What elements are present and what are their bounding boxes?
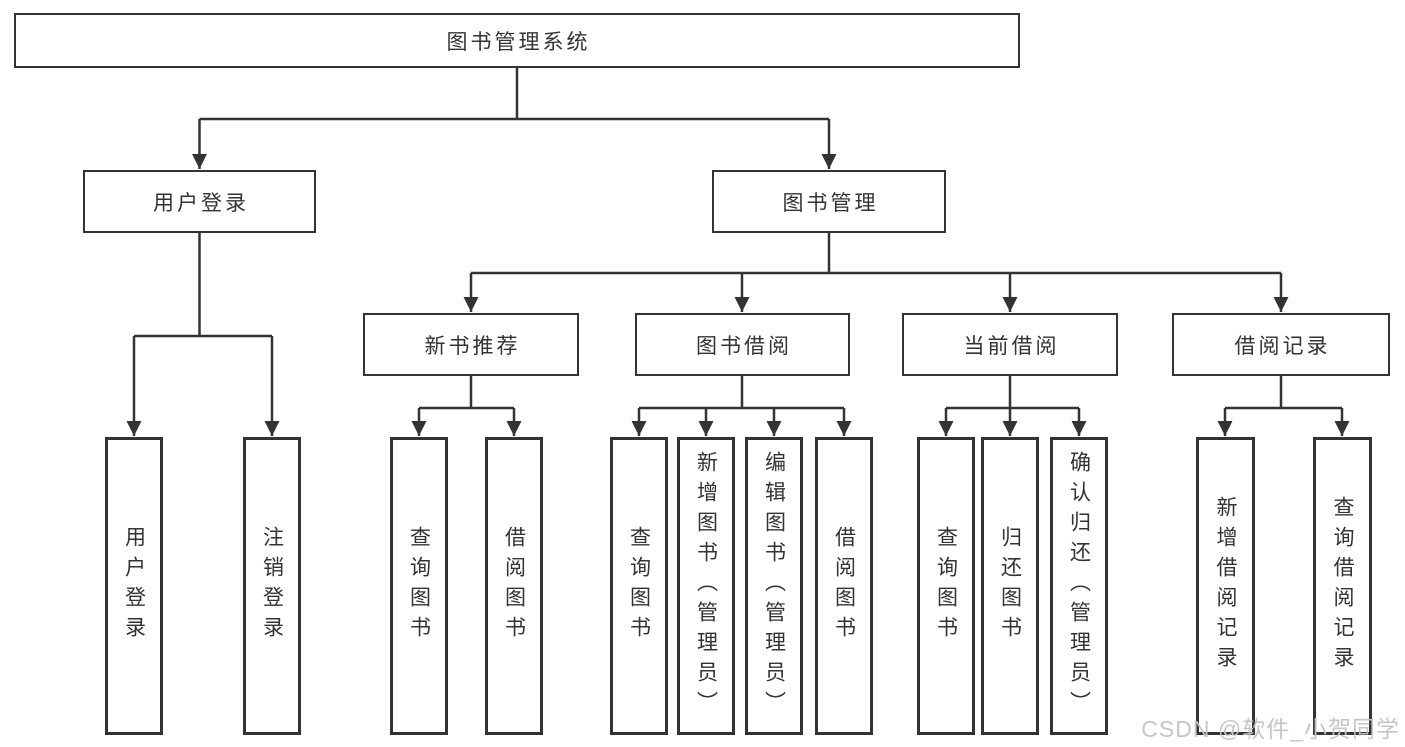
node-user-login: 用户登录: [83, 170, 316, 233]
leaf-current-return-books-label: 归还图书: [998, 526, 1022, 646]
leaf-user-login: 用户登录: [105, 437, 163, 735]
node-book-management-label: 图书管理: [782, 191, 879, 215]
leaf-borrow-edit-books-admin: 编辑图书（管理员）: [745, 437, 803, 735]
leaf-borrow-edit-books-admin-label: 编辑图书（管理员）: [762, 451, 786, 721]
node-new-book-recommend: 新书推荐: [363, 313, 579, 376]
leaf-current-query-books: 查询图书: [917, 437, 975, 735]
leaf-newbook-query-books-label: 查询图书: [407, 526, 431, 646]
node-current-borrow: 当前借阅: [902, 313, 1118, 376]
leaf-current-confirm-return-admin: 确认归还（管理员）: [1050, 437, 1108, 735]
node-book-borrow: 图书借阅: [635, 313, 850, 376]
leaf-borrow-add-books-admin-label: 新增图书（管理员）: [694, 451, 718, 721]
node-root-label: 图书管理系统: [446, 30, 591, 54]
leaf-borrow-borrow-books: 借阅图书: [815, 437, 873, 735]
node-book-management: 图书管理: [712, 170, 946, 233]
leaf-borrow-add-books-admin: 新增图书（管理员）: [677, 437, 735, 735]
node-new-book-recommend-label: 新书推荐: [424, 334, 521, 358]
node-borrow-records-label: 借阅记录: [1234, 334, 1331, 358]
leaf-borrow-query-books: 查询图书: [610, 437, 668, 735]
node-root: 图书管理系统: [14, 13, 1020, 68]
leaf-newbook-borrow-books-label: 借阅图书: [502, 526, 526, 646]
node-current-borrow-label: 当前借阅: [963, 334, 1060, 358]
leaf-records-add-record-label: 新增借阅记录: [1214, 496, 1237, 676]
leaf-newbook-borrow-books: 借阅图书: [485, 437, 543, 735]
leaf-logout-label: 注销登录: [260, 526, 284, 646]
leaf-current-confirm-return-admin-label: 确认归还（管理员）: [1067, 451, 1091, 721]
leaf-records-add-record: 新增借阅记录: [1196, 437, 1255, 735]
leaf-borrow-query-books-label: 查询图书: [627, 526, 651, 646]
node-user-login-label: 用户登录: [153, 191, 249, 215]
node-borrow-records: 借阅记录: [1172, 313, 1390, 376]
leaf-user-login-label: 用户登录: [122, 526, 146, 646]
leaf-records-query-record-label: 查询借阅记录: [1331, 496, 1354, 676]
csdn-watermark: CSDN @软件_小贺同学: [1141, 716, 1400, 742]
leaf-logout: 注销登录: [243, 437, 301, 735]
leaf-borrow-borrow-books-label: 借阅图书: [832, 526, 856, 646]
leaf-newbook-query-books: 查询图书: [390, 437, 448, 735]
node-book-borrow-label: 图书借阅: [696, 334, 792, 358]
leaf-current-return-books: 归还图书: [981, 437, 1039, 735]
leaf-records-query-record: 查询借阅记录: [1313, 437, 1372, 735]
leaf-current-query-books-label: 查询图书: [934, 526, 958, 646]
